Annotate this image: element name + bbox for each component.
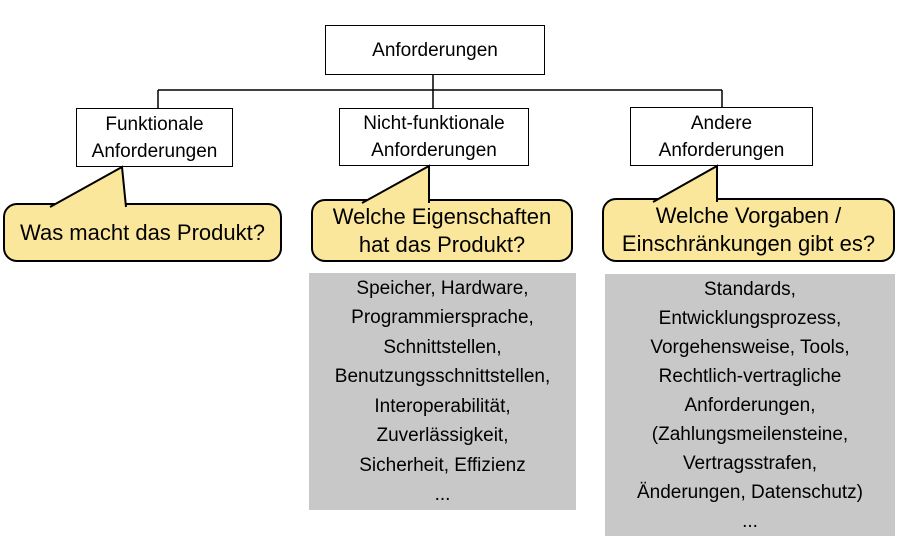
detail-line: (Zahlungsmeilensteine, <box>651 423 849 445</box>
tree-connectors <box>157 75 723 108</box>
callout-text-line: Welche Eigenschaften <box>332 203 552 229</box>
node-label-line: Andere <box>690 112 753 134</box>
detail-line: Rechtlich-vertragliche <box>658 365 842 387</box>
detail-line: ... <box>434 484 451 505</box>
callout-text-line: Einschränkungen gibt es? <box>621 231 876 256</box>
callout-welche-vorgaben: Welche Vorgaben / Einschränkungen gibt e… <box>602 198 895 262</box>
node-label: Anforderungen <box>372 39 498 61</box>
detail-line: Anforderungen, <box>684 394 816 416</box>
detail-line: Standards, <box>704 278 796 300</box>
callout-was-macht-das-produkt: Was macht das Produkt? <box>3 203 282 262</box>
callout-welche-eigenschaften: Welche Eigenschaften hat das Produkt? <box>311 199 573 262</box>
node-nicht-funktionale-anforderungen: Nicht-funktionale Anforderungen <box>339 108 529 166</box>
detail-line: Entwicklungsprozess, <box>658 307 842 329</box>
detail-line: Änderungen, Datenschutz) <box>636 481 864 503</box>
callout-tail-andere <box>652 164 718 203</box>
node-label-line: Funktionale <box>105 113 204 135</box>
detail-line: Sicherheit, Effizienz <box>359 454 526 476</box>
detail-line: Speicher, Hardware, <box>356 277 529 299</box>
callout-text-line: hat das Produkt? <box>358 231 526 257</box>
detail-line: Vorgehensweise, Tools, <box>650 336 850 358</box>
detail-line: ... <box>742 510 758 532</box>
node-label-line: Nicht-funktionale <box>363 113 505 134</box>
detail-line: Zuverlässigkeit, <box>376 425 509 446</box>
detail-box-andere: Standards, Entwicklungsprozess, Vorgehen… <box>605 274 895 536</box>
detail-line: Schnittstellen, <box>383 336 502 358</box>
detail-line: Programmiersprache, <box>351 307 534 328</box>
node-label-line: Anforderungen <box>91 140 218 162</box>
node-label-line: Anforderungen <box>371 140 497 161</box>
callout-text-line: Was macht das Produkt? <box>20 219 265 245</box>
detail-box-nicht-funktionale: Speicher, Hardware, Programmiersprache, … <box>309 273 576 510</box>
detail-line: Benutzungsschnittstellen, <box>334 366 551 387</box>
node-andere-anforderungen: Andere Anforderungen <box>630 107 813 166</box>
callout-tail-funktionale <box>49 165 127 208</box>
callout-tail-nicht-funktionale <box>361 164 430 204</box>
node-funktionale-anforderungen: Funktionale Anforderungen <box>76 108 233 167</box>
detail-line: Interoperabilität, <box>374 395 511 417</box>
node-label-line: Anforderungen <box>658 139 785 161</box>
detail-line: Vertragsstrafen, <box>682 452 818 474</box>
node-anforderungen: Anforderungen <box>325 25 545 75</box>
callout-text-line: Welche Vorgaben / <box>655 203 842 228</box>
